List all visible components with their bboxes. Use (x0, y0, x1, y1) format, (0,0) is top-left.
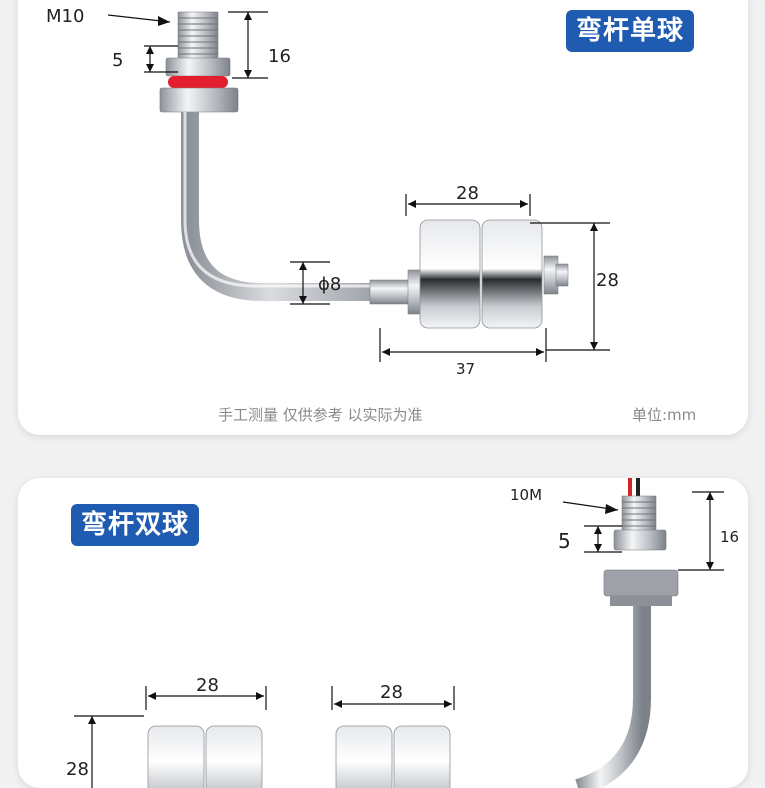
float-ball-1 (147, 725, 263, 788)
badge-double-ball: 弯杆双球 (71, 504, 200, 546)
label-nut-height: 5 (112, 50, 123, 71)
panel-double-ball: 弯杆双球 (18, 478, 748, 788)
badge-single-ball: 弯杆单球 (566, 10, 695, 52)
label-float2-width: 28 (380, 682, 403, 703)
bent-rod-2 (575, 606, 651, 788)
label-float-height-2: 28 (66, 759, 89, 780)
unit-note: 单位:mm (632, 406, 697, 424)
base-nut (159, 87, 239, 113)
label-thread: M10 (46, 6, 84, 27)
label-total-length: 37 (456, 360, 475, 378)
o-ring (168, 76, 228, 88)
hex-nut-2 (613, 529, 667, 551)
single-ball-diagram: M10 5 16 ϕ8 28 28 37 (46, 6, 619, 378)
label-float1-width: 28 (196, 675, 219, 696)
label-float-width: 28 (456, 183, 479, 204)
label-float-height: 28 (596, 270, 619, 291)
label-rod-diameter: ϕ8 (318, 274, 341, 295)
float-ball (419, 219, 543, 329)
double-ball-diagram: 10M 5 16 28 28 28 (66, 478, 739, 788)
float-ball-2 (335, 725, 451, 788)
panel-single-ball: 弯杆单球 (18, 0, 748, 435)
measurement-note: 手工测量 仅供参考 以实际为准 (218, 406, 423, 424)
label-thread-2: 10M (510, 486, 542, 504)
threaded-stem (177, 11, 219, 61)
label-top-height: 16 (268, 46, 291, 67)
rod-collar (369, 279, 411, 305)
label-nut-height-2: 5 (558, 529, 571, 553)
label-top-height-2: 16 (720, 528, 739, 546)
wires (628, 478, 640, 498)
dimension-arrows (146, 12, 598, 356)
dimension-arrows-2 (88, 492, 714, 724)
base-nut-2 (603, 569, 679, 597)
hex-nut (165, 57, 231, 77)
threaded-stem-2 (621, 495, 657, 537)
